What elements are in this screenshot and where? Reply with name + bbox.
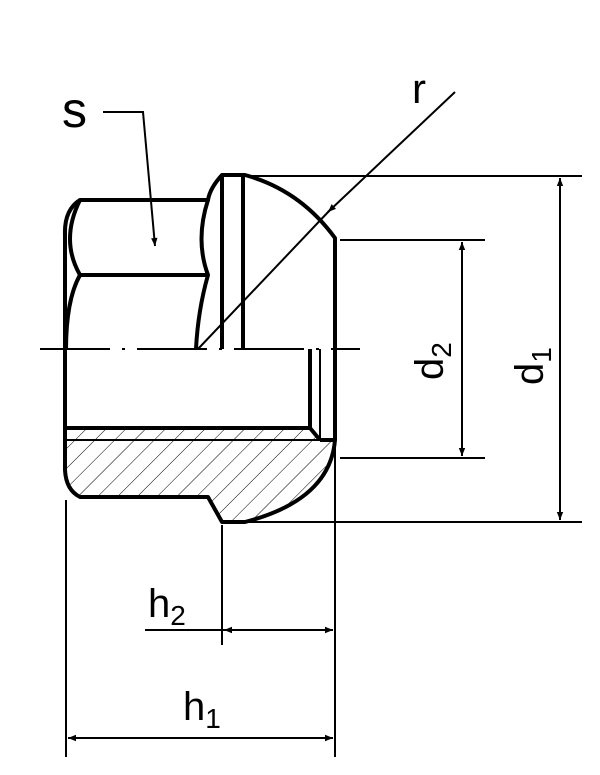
h1-main: h — [183, 685, 205, 729]
extension-lines — [65, 175, 582, 757]
s-leader — [103, 111, 158, 247]
label-d1: d1 — [508, 347, 557, 385]
section-hatch — [66, 428, 335, 522]
label-r: r — [412, 65, 426, 112]
svg-text:d2: d2 — [408, 342, 457, 380]
label-h2: h2 — [148, 582, 186, 631]
label-h1: h1 — [183, 685, 221, 734]
h2-sub: 2 — [170, 600, 186, 631]
svg-text:d1: d1 — [508, 347, 557, 385]
label-d2: d2 — [408, 342, 457, 380]
d1-main: d — [508, 363, 552, 385]
d1-sub: 1 — [526, 347, 557, 363]
r-construction-line — [197, 209, 331, 350]
nut-outline — [62, 173, 337, 524]
r-leader — [327, 91, 456, 213]
label-s: s — [62, 82, 87, 138]
d2-sub: 2 — [426, 342, 457, 358]
h2-main: h — [148, 582, 170, 626]
d2-main: d — [408, 358, 452, 380]
h1-sub: 1 — [205, 703, 221, 734]
